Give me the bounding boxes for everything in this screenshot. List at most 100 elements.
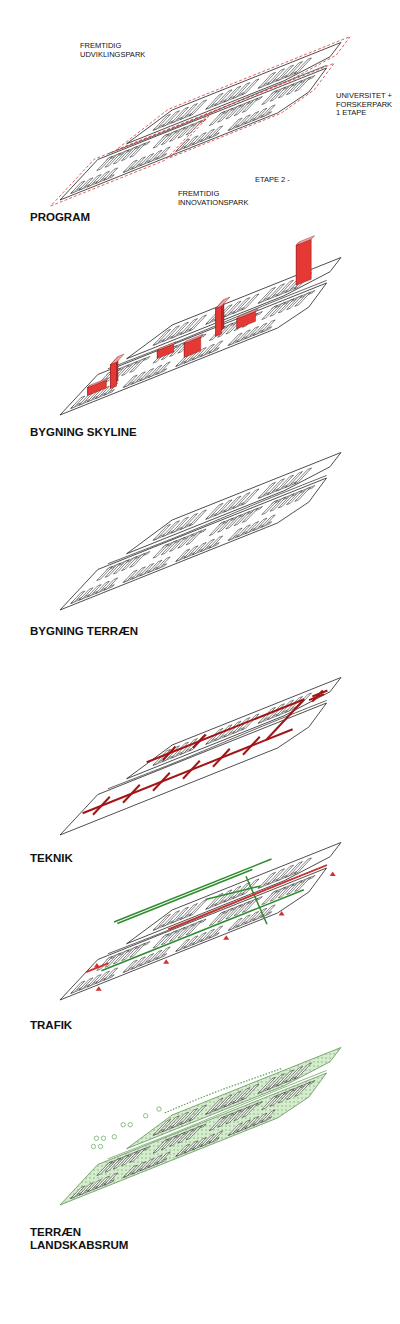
- building-footprint: [186, 121, 202, 135]
- site-outline: [127, 843, 341, 944]
- tower-roof: [157, 342, 176, 351]
- building-footprint: [209, 536, 223, 548]
- building-footprint: [295, 877, 311, 891]
- site-outline: [60, 68, 327, 200]
- building-footprint: [130, 358, 146, 372]
- site-outline: [127, 1048, 341, 1149]
- utility-line: [93, 797, 110, 815]
- tower-front: [110, 362, 116, 388]
- building-footprint: [242, 1103, 258, 1117]
- utility-line: [123, 785, 140, 803]
- building-footprint: [242, 1084, 259, 1100]
- tower-front: [296, 239, 311, 285]
- tower-roof: [237, 309, 258, 319]
- building-footprint: [209, 926, 223, 938]
- road-line: [108, 475, 327, 563]
- traffic-route: [246, 876, 267, 924]
- tower-roof: [184, 334, 203, 343]
- zone-label: FREMTIDIG INNOVATIONSPARK: [178, 190, 263, 207]
- building-footprint: [242, 79, 259, 95]
- building-footprint: [189, 100, 206, 116]
- tower-front: [216, 306, 222, 336]
- access-marker: [330, 872, 336, 877]
- tree-symbol: [91, 1144, 95, 1148]
- utility-line: [266, 699, 304, 740]
- site-outline: [127, 678, 341, 779]
- building-footprint: [189, 1105, 206, 1121]
- building-footprint: [295, 1082, 311, 1096]
- panel-heading: PROGRAM: [30, 211, 330, 224]
- site-outline: [60, 478, 327, 610]
- road-line: [108, 280, 327, 368]
- building-footprint: [295, 487, 311, 501]
- building-footprint: [156, 557, 170, 569]
- building-footprint: [104, 968, 118, 980]
- building-footprint: [261, 515, 275, 527]
- building-footprint: [261, 105, 275, 117]
- tree-symbol: [98, 1144, 102, 1148]
- access-marker: [279, 911, 285, 916]
- building-footprint: [242, 98, 258, 112]
- building-footprint: [294, 1063, 311, 1079]
- road-line: [108, 1070, 327, 1158]
- building-footprint: [130, 1148, 146, 1162]
- building-footprint: [156, 947, 170, 959]
- panel-heading: TERRÆN LANDSKABSRUM: [30, 1226, 130, 1252]
- utility-line: [193, 735, 206, 749]
- access-marker: [223, 935, 229, 940]
- skyline-panel: [60, 236, 341, 415]
- site-outline: [60, 868, 327, 1000]
- tower-roof: [216, 297, 230, 308]
- building-footprint: [242, 294, 259, 310]
- teknik-panel: [60, 678, 341, 836]
- utility-line: [163, 747, 176, 761]
- panel-heading: BYGNING TERRÆN: [30, 625, 330, 638]
- building-footprint: [104, 578, 118, 590]
- building-footprint: [189, 510, 206, 526]
- building-footprint: [189, 735, 206, 751]
- main-road: [86, 963, 109, 972]
- utility-line: [312, 691, 327, 697]
- building-footprint: [219, 312, 262, 331]
- building-footprint: [130, 943, 146, 957]
- site-outline: [127, 453, 341, 554]
- building-footprint: [186, 1126, 202, 1140]
- tree-symbol: [121, 1123, 125, 1127]
- traffic-route: [117, 870, 252, 924]
- building-footprint: [209, 341, 223, 353]
- building-footprint: [242, 489, 259, 505]
- building-footprint: [186, 531, 202, 545]
- building-footprint: [104, 1173, 118, 1185]
- utility-line: [213, 749, 230, 767]
- tree-symbol: [128, 1123, 132, 1127]
- site-outline: [127, 43, 341, 144]
- utility-line: [243, 737, 260, 755]
- terrain-panel: [60, 453, 341, 611]
- building-footprint: [130, 553, 146, 567]
- building-footprint: [189, 900, 206, 916]
- zone-boundary: [170, 63, 334, 158]
- tree-symbol: [94, 1136, 98, 1140]
- building-footprint: [209, 126, 223, 138]
- panel-heading: TEKNIK: [30, 852, 330, 865]
- building-footprint: [294, 468, 311, 484]
- site-outline: [60, 1073, 327, 1205]
- building-footprint: [295, 292, 311, 306]
- phase-label: ETAPE 2 -: [255, 176, 315, 185]
- building-footprint: [294, 58, 311, 74]
- site-outline: [60, 283, 327, 415]
- tree-symbol: [101, 1136, 105, 1140]
- zone-label: UNIVERSITET + FORSKERPARK 1 ETAPE: [336, 92, 394, 118]
- tower-roof: [110, 354, 124, 365]
- traffic-route: [206, 886, 261, 900]
- building-footprint: [156, 1152, 170, 1164]
- tree-symbol: [143, 1114, 147, 1118]
- trafik-panel: [60, 843, 341, 1001]
- road-line: [108, 700, 327, 788]
- zone-label: FREMTIDIG UDVIKLINGSPARK: [80, 42, 160, 59]
- building-footprint: [186, 921, 202, 935]
- traffic-route: [101, 890, 304, 971]
- zone-boundary: [116, 37, 350, 150]
- building-footprint: [209, 1131, 223, 1143]
